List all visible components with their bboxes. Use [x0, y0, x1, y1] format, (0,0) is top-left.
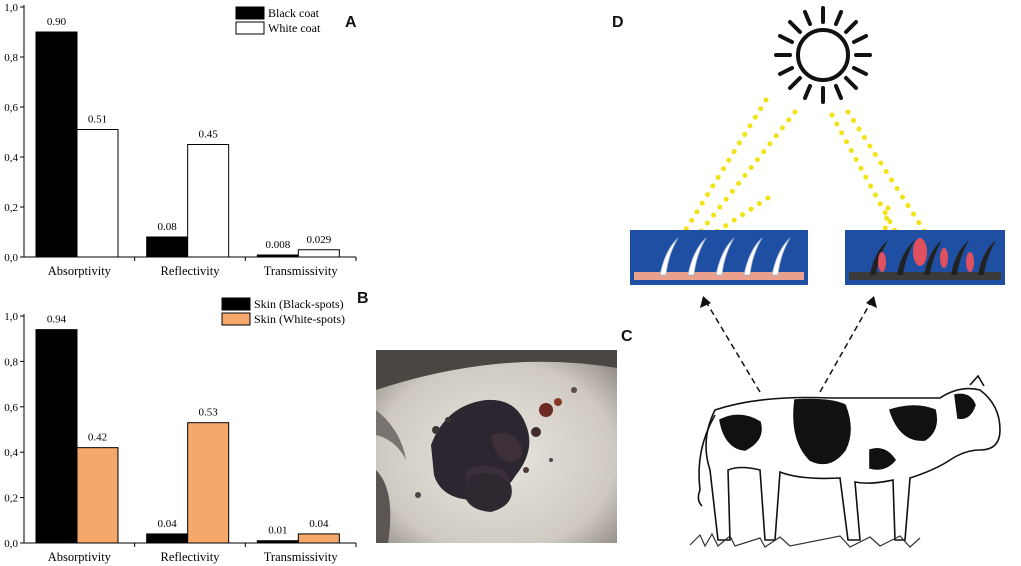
legend-label: Skin (Black-spots): [254, 297, 344, 311]
panel-label-b: B: [357, 290, 369, 307]
bar: [146, 236, 189, 258]
data-label: 0.53: [199, 407, 219, 419]
white-coat-skin-icon: [630, 230, 808, 285]
bar: [146, 533, 189, 544]
y-tick-label: 0,8: [4, 52, 18, 64]
panel-label-c: C: [621, 328, 633, 345]
bar: [187, 144, 230, 258]
y-tick-label: 0,6: [4, 102, 18, 114]
legend-swatch: [221, 297, 251, 311]
heat-illustration: [630, 6, 1005, 548]
bar: [35, 329, 78, 544]
y-tick-label: 0,0: [4, 252, 18, 264]
grass: [689, 532, 921, 548]
legend-label: Black coat: [268, 6, 320, 20]
bar: [256, 540, 299, 544]
bar: [297, 249, 340, 258]
cow-icon: [697, 374, 1001, 541]
y-tick-label: 0,0: [4, 538, 18, 550]
bar: [76, 129, 119, 258]
data-label: 0.45: [199, 129, 219, 141]
x-tick-label: Absorptivity: [48, 264, 112, 278]
bar: [187, 422, 230, 544]
skin-lesion-photo: [376, 350, 617, 543]
data-label: 0.008: [265, 239, 290, 251]
y-tick-label: 0,8: [4, 356, 18, 368]
legend-swatch: [235, 21, 265, 35]
x-tick-label: Transmissivity: [264, 264, 339, 278]
arrow-icon: [704, 299, 873, 393]
bar: [256, 254, 299, 258]
data-label: 0.01: [268, 525, 287, 537]
data-label: 0.94: [47, 314, 67, 326]
y-tick-label: 0,4: [4, 152, 18, 164]
panel-label-d: D: [612, 14, 624, 31]
legend-swatch: [221, 312, 251, 326]
y-tick-label: 0,2: [4, 202, 18, 214]
data-label: 0.04: [309, 518, 329, 530]
x-tick-label: Reflectivity: [160, 550, 220, 564]
y-tick-label: 1,0: [4, 311, 18, 323]
data-label: 0.04: [158, 518, 178, 530]
x-tick-label: Transmissivity: [264, 550, 339, 564]
y-tick-label: 0,4: [4, 447, 18, 459]
y-tick-label: 0,6: [4, 402, 18, 414]
data-label: 0.90: [47, 16, 67, 28]
black-coat-skin-icon: [845, 230, 1005, 285]
panel-label-a: A: [345, 14, 357, 31]
sun-icon: [774, 6, 872, 104]
data-label: 0.029: [306, 234, 331, 246]
legend-label: White coat: [268, 21, 321, 35]
legend-label: Skin (White-spots): [254, 312, 345, 326]
bar: [35, 31, 78, 258]
y-tick-label: 0,2: [4, 493, 18, 505]
bar: [76, 447, 119, 544]
data-label: 0.08: [158, 221, 178, 233]
data-label: 0.42: [88, 432, 107, 444]
bar: [297, 533, 340, 544]
x-tick-label: Absorptivity: [48, 550, 112, 564]
x-tick-label: Reflectivity: [160, 264, 220, 278]
y-tick-label: 1,0: [4, 2, 18, 14]
legend-swatch: [235, 6, 265, 20]
data-label: 0.51: [88, 114, 107, 126]
